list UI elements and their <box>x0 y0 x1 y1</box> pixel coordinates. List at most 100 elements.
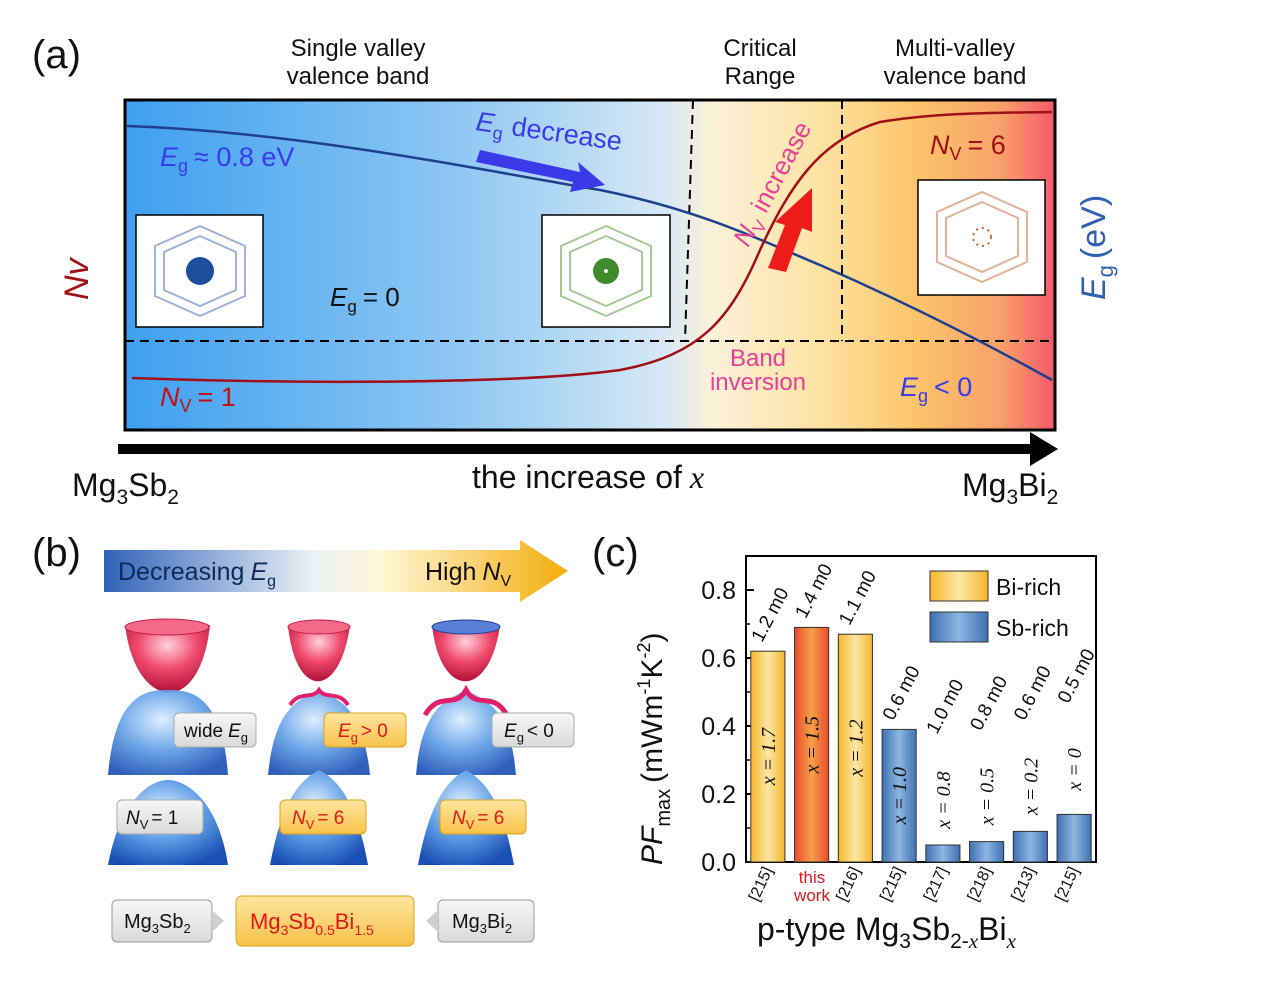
bz-inset-critical <box>541 214 671 328</box>
svg-text:PFmax(mWm-1K-2): PFmax(mWm-1K-2) <box>634 633 675 865</box>
legend-swatch-bi <box>929 570 989 602</box>
svg-text:p-type Mg3Sb2-xBix: p-type Mg3Sb2-xBix <box>757 911 1017 953</box>
x-left-mg: Mg <box>72 467 116 503</box>
x-var-text: x <box>689 459 704 495</box>
eg-neg-text: < 0 <box>527 721 554 742</box>
nv1-box <box>116 799 204 835</box>
svg-text:Mg3Sb2: Mg3Sb2 <box>72 467 179 509</box>
bar <box>837 633 873 863</box>
header-single-1: Single valley <box>291 35 426 62</box>
wide-eg-box <box>173 712 257 748</box>
panel-b-label: (b) <box>32 531 81 575</box>
bar-mass-label: 0.5 m0 <box>1054 646 1100 707</box>
header-single-2: valence band <box>287 63 430 90</box>
nv-one-text: = 1 <box>198 382 236 412</box>
eg-zero-text: = 0 <box>363 282 400 312</box>
header-critical-1: Critical <box>723 35 796 62</box>
legend-swatch-sb <box>929 611 989 643</box>
svg-text:Eg< 0: Eg< 0 <box>900 372 972 406</box>
eg-axis-label: (eV) <box>1075 195 1113 259</box>
x-category-label: [218] <box>965 865 995 904</box>
bar-mass-label: 0.8 m0 <box>966 673 1012 734</box>
composition-arrowhead <box>1030 432 1058 466</box>
svg-text:Eg(eV): Eg(eV) <box>1075 195 1118 300</box>
bar <box>1056 813 1092 863</box>
x-category-label: [213] <box>1009 865 1039 904</box>
arrow-left-text: Decreasing <box>118 558 244 586</box>
bar-composition-label: x = 1.0 <box>889 767 911 825</box>
eg-curve <box>126 124 1053 382</box>
chart-legend: Bi-rich Sb-rich <box>929 570 1069 643</box>
bar <box>750 650 786 863</box>
bar <box>881 728 917 863</box>
x-mid-text: the increase of <box>472 459 682 495</box>
critical-left-line <box>684 99 694 342</box>
eg-decrease-arrow <box>476 150 605 192</box>
mg3sb05bi15-box <box>235 895 415 947</box>
eg-symbol-1: E <box>160 142 179 172</box>
bar <box>794 626 830 863</box>
svg-text:NV= 1: NV= 1 <box>126 808 178 832</box>
x-category-label: [216] <box>834 865 864 904</box>
bar-composition-label: x = 0 <box>1064 748 1086 791</box>
svg-text:NV= 6: NV= 6 <box>292 808 344 832</box>
x-category-label: [215] <box>746 865 776 904</box>
eg-pos-box <box>323 712 407 748</box>
bar <box>1012 830 1048 863</box>
nv-curve <box>131 110 1053 384</box>
pf-bar-chart: 0.00.20.40.60.8x = 1.71.2 m0[215]x = 1.5… <box>701 555 1100 904</box>
bar-composition-label: x = 0.2 <box>1020 758 1042 816</box>
panel-b-gradient-arrow <box>104 540 568 602</box>
xlabel-text: p-type Mg <box>757 911 899 947</box>
panel-c-label: (c) <box>592 531 639 575</box>
bar-mass-label: 1.1 m0 <box>835 567 881 628</box>
eg-less-text: < 0 <box>934 372 972 402</box>
y-tick-label: 0.2 <box>701 781 736 809</box>
nv6a-box <box>279 799 367 835</box>
svg-text:Eg< 0: Eg< 0 <box>504 721 554 745</box>
eg-pos-text: > 0 <box>361 721 388 742</box>
x-category-label: [215] <box>1052 865 1082 904</box>
bar-mass-label: 1.2 m0 <box>748 584 794 645</box>
nv-six-text: = 6 <box>968 130 1006 160</box>
header-critical-2: Range <box>725 63 796 90</box>
svg-text:Eg≈ 0.8 eV: Eg≈ 0.8 eV <box>160 142 294 176</box>
ylabel-pf: PF <box>636 825 669 865</box>
svg-text:Mg3Bi2: Mg3Bi2 <box>962 467 1058 509</box>
bz-inset-single <box>135 214 264 328</box>
y-tick-label: 0.0 <box>701 849 736 877</box>
box-left-text: Mg <box>124 911 152 933</box>
arrow-right-text: High <box>425 558 476 586</box>
nv-axis-label: Nv <box>58 256 96 300</box>
nv6b-text: = 6 <box>477 808 504 829</box>
bar-mass-label: 1.0 m0 <box>923 676 969 737</box>
svg-text:Eg> 0: Eg> 0 <box>338 721 388 745</box>
this-work-1: this <box>799 868 825 887</box>
bz-inset-multi <box>917 179 1046 296</box>
panel-a-label: (a) <box>32 33 81 77</box>
eg-neg-box <box>491 712 575 748</box>
this-work-2: work <box>793 886 830 905</box>
band-inversion-1: Band <box>730 345 786 372</box>
nv1-text: = 1 <box>151 808 178 829</box>
svg-text:Mg3Sb0.5Bi1.5: Mg3Sb0.5Bi1.5 <box>250 909 374 938</box>
ylabel-unit: (mWm <box>636 695 669 783</box>
nv6b-box <box>439 799 527 835</box>
y-tick-label: 0.6 <box>701 645 736 673</box>
bar-composition-label: x = 0.5 <box>977 768 999 826</box>
legend-sb-text: Sb-rich <box>996 615 1069 641</box>
box-mid-text: Mg <box>250 909 281 934</box>
svg-text:NV= 6: NV= 6 <box>452 808 504 832</box>
header-multi-2: valence band <box>884 63 1027 90</box>
bar-composition-label: x = 1.7 <box>758 727 780 786</box>
header-multi-1: Multi-valley <box>895 35 1015 62</box>
svg-text:Mg3Bi2: Mg3Bi2 <box>452 911 512 936</box>
nv-increase-arrow <box>768 188 812 272</box>
bar-mass-label: 0.6 m0 <box>1010 663 1056 724</box>
plot-frame <box>745 555 1097 863</box>
svg-text:Mg3Sb2: Mg3Sb2 <box>124 911 191 936</box>
band-inversion-2: inversion <box>710 369 806 396</box>
